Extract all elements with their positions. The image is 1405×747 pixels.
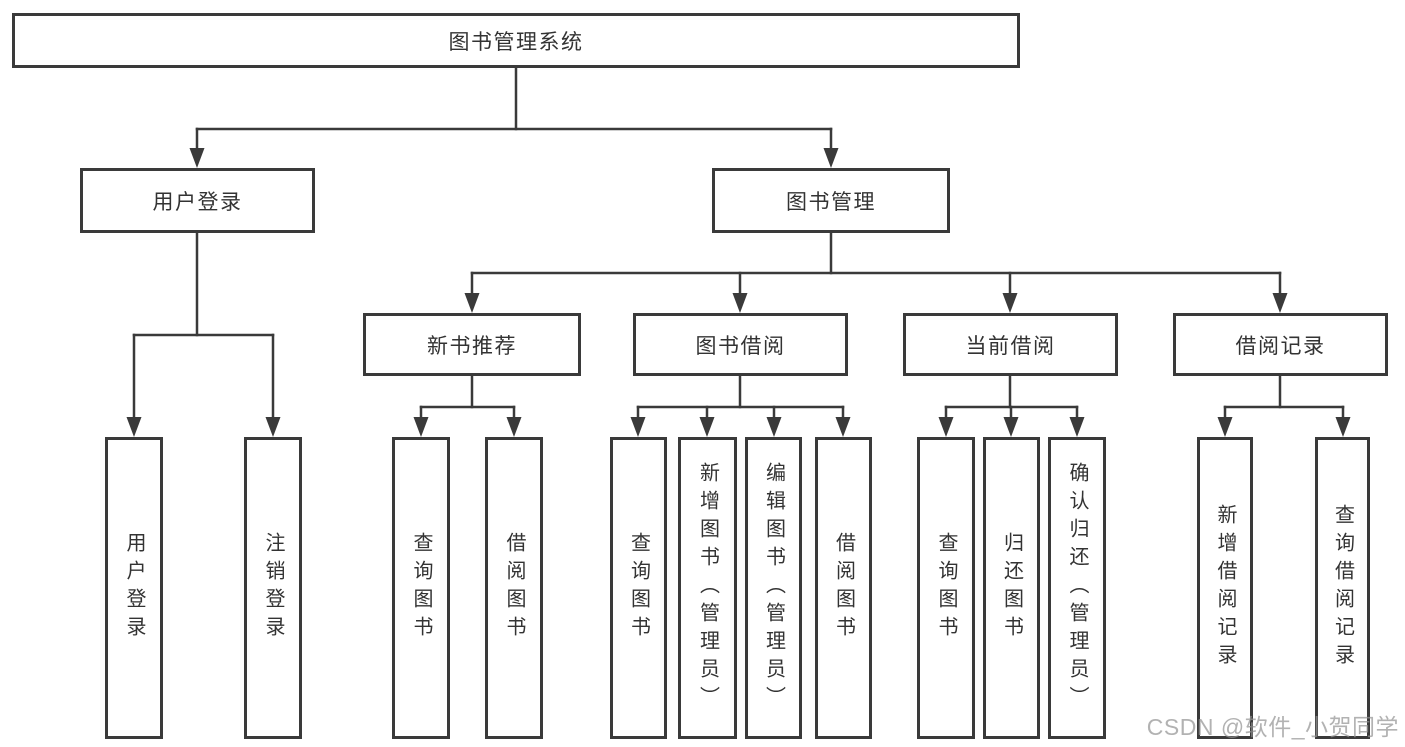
node-label: 图书管理系统	[448, 30, 584, 54]
leaf-label: 新增图书（管理员）	[696, 462, 719, 714]
node-label: 新书推荐	[427, 334, 517, 358]
leaf-label: 借阅图书	[832, 532, 855, 644]
leaf-return-book: 归还图书	[983, 437, 1040, 739]
leaf-add-book-admin: 新增图书（管理员）	[678, 437, 737, 739]
node-label: 当前借阅	[965, 334, 1056, 358]
leaf-add-borrow-record: 新增借阅记录	[1197, 437, 1253, 739]
node-label: 借阅记录	[1235, 334, 1326, 358]
arrowheads-group	[126, 148, 1351, 437]
leaf-borrow-books-recommend: 借阅图书	[485, 437, 543, 739]
node-book-management: 图书管理	[712, 168, 950, 233]
leaf-label: 用户登录	[123, 532, 145, 644]
leaf-edit-book-admin: 编辑图书（管理员）	[745, 437, 802, 739]
leaf-confirm-return-admin: 确认归还（管理员）	[1048, 437, 1106, 739]
node-book-borrow: 图书借阅	[633, 313, 848, 376]
leaf-query-borrow-record: 查询借阅记录	[1315, 437, 1370, 739]
node-new-book-recommend: 新书推荐	[363, 313, 581, 376]
node-user-login: 用户登录	[80, 168, 315, 233]
node-current-borrow: 当前借阅	[903, 313, 1118, 376]
node-borrow-records: 借阅记录	[1173, 313, 1388, 376]
leaf-label: 确认归还（管理员）	[1066, 462, 1088, 714]
leaf-label: 新增借阅记录	[1214, 504, 1236, 672]
node-label: 用户登录	[152, 190, 243, 214]
leaf-label: 借阅图书	[503, 532, 525, 644]
leaf-user-login: 用户登录	[105, 437, 163, 739]
node-label: 图书管理	[786, 190, 876, 214]
leaf-borrow-books: 借阅图书	[815, 437, 872, 739]
leaf-label: 查询借阅记录	[1331, 504, 1354, 672]
node-label: 图书借阅	[695, 334, 786, 358]
leaf-label: 归还图书	[1000, 532, 1023, 644]
leaf-label: 查询图书	[935, 532, 957, 644]
leaf-query-books-borrow: 查询图书	[610, 437, 667, 739]
leaf-query-books-recommend: 查询图书	[392, 437, 450, 739]
leaf-label: 注销登录	[262, 532, 284, 644]
leaf-label: 查询图书	[627, 532, 650, 644]
leaf-query-books-current: 查询图书	[917, 437, 975, 739]
leaf-label: 编辑图书（管理员）	[762, 462, 785, 714]
leaf-logout: 注销登录	[244, 437, 302, 739]
node-library-management-system: 图书管理系统	[12, 13, 1020, 68]
leaf-label: 查询图书	[410, 532, 432, 644]
